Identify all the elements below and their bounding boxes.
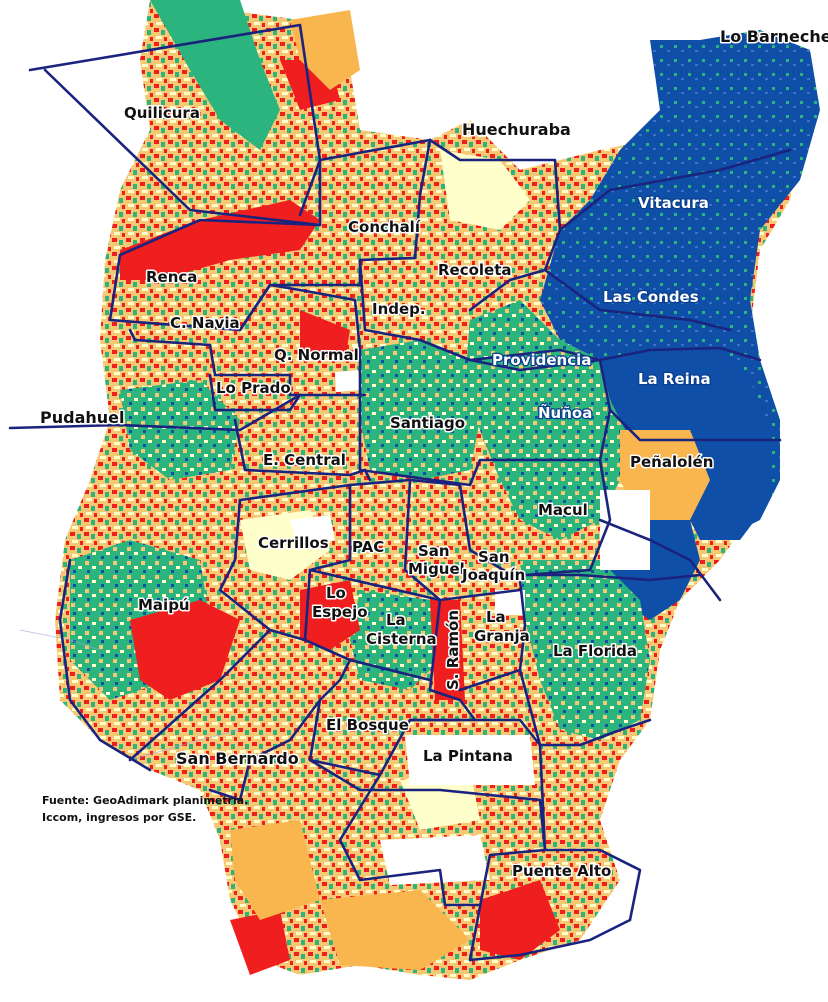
label-san-bernardo: San Bernardo <box>176 749 299 768</box>
label-renca: Renca <box>146 268 197 286</box>
c2-zone-santiago <box>360 340 480 480</box>
label-q-normal: Q. Normal <box>274 346 359 364</box>
label-la-reina: La Reina <box>638 370 711 388</box>
label-huechuraba: Huechuraba <box>462 120 571 139</box>
road-maipu-west <box>19 629 101 651</box>
label-indep: Indep. <box>372 300 426 318</box>
source-note: Fuente: GeoAdimark planimetría. Iccom, i… <box>42 792 292 826</box>
label-conchali: Conchalí <box>348 218 421 236</box>
label-la-cisterna-line1: La <box>386 611 406 629</box>
label-san-miguel-line2: Miguel <box>408 560 465 578</box>
source-note-line1: Fuente: GeoAdimark planimetría. <box>42 794 249 807</box>
label-las-condes: Las Condes <box>603 288 699 306</box>
label-san-joaquin-line1: San <box>478 548 510 566</box>
label-pudahuel: Pudahuel <box>40 408 124 427</box>
label-macul: Macul <box>538 501 588 519</box>
gap-san-joaquin <box>495 590 525 615</box>
commune-boundaries <box>8 23 792 962</box>
c2-zone-providencia-nunoa <box>465 300 630 540</box>
d-zone-quilicura-north <box>290 10 360 90</box>
e-zone-southwest <box>230 910 290 975</box>
e-zone-puente-alto <box>480 880 560 960</box>
label-penalolen: Peñalolén <box>630 453 713 471</box>
gap-puente-alto-north <box>380 835 490 885</box>
commune-labels: Lo Barnechea Quilicura Huechuraba Vitacu… <box>39 26 828 882</box>
label-vitacura: Vitacura <box>638 194 709 212</box>
label-la-granja-line2: Granja <box>474 627 530 645</box>
label-lo-prado: Lo Prado <box>216 379 291 397</box>
label-santiago: Santiago <box>390 414 465 432</box>
gap-santiago-center <box>335 370 360 392</box>
gap-cerrillos <box>290 515 335 550</box>
label-la-florida: La Florida <box>553 642 637 660</box>
label-lo-espejo-line1: Lo <box>326 584 346 602</box>
c3-zone-huechuraba <box>440 150 530 230</box>
e-zone-pac <box>300 310 350 360</box>
e-zone-maipu-south <box>130 600 240 700</box>
road-southwest <box>129 729 241 761</box>
label-san-joaquin-line2: Joaquín <box>461 566 525 584</box>
label-maipu: Maipú <box>138 596 190 614</box>
c2-zone-quilicura <box>150 0 280 150</box>
label-e-central: E. Central <box>263 451 346 469</box>
source-note-line2: Iccom, ingresos por GSE. <box>42 811 197 824</box>
label-quilicura: Quilicura <box>124 104 200 122</box>
label-recoleta: Recoleta <box>438 261 512 279</box>
label-s-ramon: S. Ramón <box>444 610 462 690</box>
label-san-miguel-line1: San <box>418 542 450 560</box>
label-nunoa: Ñuñoa <box>538 403 592 422</box>
label-la-cisterna-line2: Cisterna <box>366 630 437 648</box>
d-zone-southwest <box>230 820 320 920</box>
label-la-pintana: La Pintana <box>423 747 513 765</box>
e-zone-lo-espejo <box>300 580 360 650</box>
label-el-bosque: El Bosque <box>326 716 409 734</box>
label-c-navia: C. Navia <box>170 314 240 332</box>
label-lo-barnechea: Lo Barnechea <box>720 27 828 46</box>
label-cerrillos: Cerrillos <box>258 534 329 552</box>
d-zone-south-edge <box>320 890 470 970</box>
c2-zone-la-florida <box>520 560 650 740</box>
label-pac: PAC <box>352 538 384 556</box>
e-zone-s-ramon <box>430 600 465 700</box>
label-puente-alto: Puente Alto <box>512 862 611 880</box>
label-la-granja-line1: La <box>486 608 506 626</box>
label-lo-espejo-line2: Espejo <box>312 603 368 621</box>
gap-la-pintana <box>405 735 535 785</box>
label-providencia: Providencia <box>492 351 591 369</box>
c2-zone-pudahuel <box>120 380 240 480</box>
